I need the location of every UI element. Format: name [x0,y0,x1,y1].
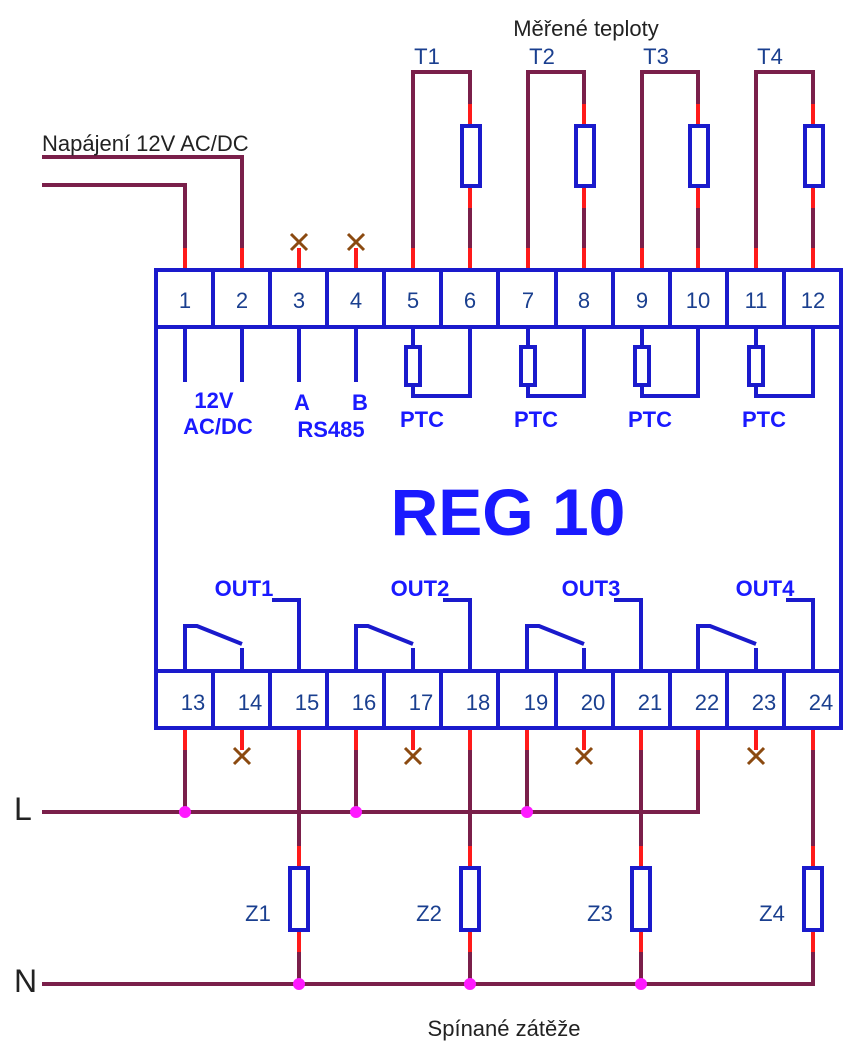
node-l-13 [179,806,191,818]
rs485-b-label: B [352,390,368,415]
nc-cross-14 [232,746,252,766]
measured-temperatures-title: Měřené teploty [513,16,659,41]
output-label-3: OUT3 [562,576,621,601]
ptc-input-2 [526,327,586,398]
terminal-21: 21 [638,690,662,715]
device-name: REG 10 [391,475,626,549]
load-label-z1: Z1 [245,901,271,926]
terminal-8: 8 [578,288,590,313]
terminal-10: 10 [686,288,710,313]
power-label-type: AC/DC [183,414,253,439]
terminal-23: 23 [752,690,776,715]
sensor-resistor-t3 [688,124,710,188]
sensor-label-t3: T3 [643,44,669,69]
l-bus [42,750,700,814]
nc-cross-4 [346,232,366,252]
terminal-11: 11 [745,288,768,313]
load-label-z2: Z2 [416,901,442,926]
rs485-a-label: A [294,390,310,415]
load-resistors [288,866,824,932]
nc-cross-3 [289,232,309,252]
supply-wire-1 [42,183,187,248]
output-label-2: OUT2 [391,576,450,601]
sensor-label-t2: T2 [529,44,555,69]
terminal-22: 22 [695,690,719,715]
terminal-14: 14 [238,690,262,715]
terminal-15: 15 [295,690,319,715]
output-label-4: OUT4 [736,576,795,601]
load-resistor-z4 [802,866,824,932]
relay-out3 [525,598,643,671]
node-l-19 [521,806,533,818]
terminal-17: 17 [409,690,433,715]
ptc-input-3 [640,327,700,398]
load-resistor-z1 [288,866,310,932]
junction-nodes [179,806,647,990]
terminal-1: 1 [179,288,191,313]
node-n-21 [635,978,647,990]
ptc-label-4: PTC [742,407,786,432]
nc-cross-20 [574,746,594,766]
terminal-2: 2 [236,288,248,313]
supply-label: Napájení 12V AC/DC [42,131,249,156]
terminal-20: 20 [581,690,605,715]
terminal-7: 7 [522,288,534,313]
line-l-label: L [14,791,32,827]
ptc-label-2: PTC [514,407,558,432]
sensor-label-t4: T4 [757,44,783,69]
bottom-terminal-numbers: 13 14 15 16 17 18 19 20 21 22 23 24 [181,690,833,715]
nc-cross-17 [403,746,423,766]
terminal-13: 13 [181,690,205,715]
rs485-label: RS485 [297,417,364,442]
terminal-6: 6 [464,288,476,313]
terminal-18: 18 [466,690,490,715]
terminal-5: 5 [407,288,419,313]
load-resistor-z2 [459,866,481,932]
node-n-15 [293,978,305,990]
sensor-label-t1: T1 [414,44,440,69]
line-n-label: N [14,963,37,999]
relay-out2 [354,598,472,671]
terminal-12: 12 [801,288,825,313]
ptc-label-1: PTC [400,407,444,432]
unconnected-marks [232,232,766,766]
terminal-9: 9 [636,288,648,313]
internal-wiring [183,327,815,671]
relay-out1 [183,598,301,671]
node-l-16 [350,806,362,818]
power-label-voltage: 12V [194,388,233,413]
terminal-3: 3 [293,288,305,313]
top-terminal-numbers: 1 2 3 4 5 6 7 8 9 10 11 12 [179,288,825,313]
switched-loads-label: Spínané zátěže [428,1016,581,1041]
device-reg10 [154,268,843,730]
load-label-z4: Z4 [759,901,785,926]
terminal-19: 19 [524,690,548,715]
relay-out4 [696,598,815,671]
ptc-input-4 [754,327,815,398]
terminal-24: 24 [809,690,833,715]
terminal-leads [183,104,815,952]
node-n-18 [464,978,476,990]
sensor-resistors [460,124,825,188]
n-bus [42,930,815,986]
output-label-1: OUT1 [215,576,274,601]
load-resistor-z3 [630,866,652,932]
terminal-16: 16 [352,690,376,715]
sensor-resistor-t1 [460,124,482,188]
load-label-z3: Z3 [587,901,613,926]
ptc-input-1 [411,327,472,398]
supply-wire-2 [42,155,244,248]
sensor-resistor-t2 [574,124,596,188]
nc-cross-23 [746,746,766,766]
terminal-4: 4 [350,288,362,313]
ptc-label-3: PTC [628,407,672,432]
sensor-resistor-t4 [803,124,825,188]
